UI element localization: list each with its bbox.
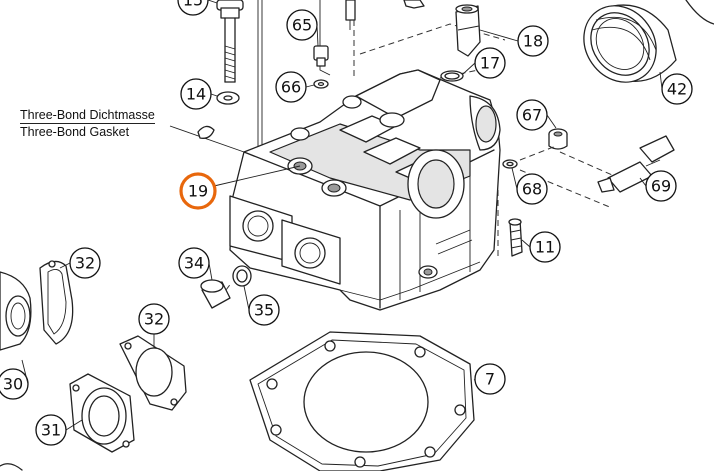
callout-42[interactable]: 42 <box>661 73 693 105</box>
screw-67-drawing <box>548 128 568 150</box>
svg-text:65: 65 <box>292 16 312 35</box>
sealant-blob-drawing <box>197 125 215 139</box>
callout-14[interactable]: 14 <box>180 78 212 110</box>
sealant-note-german: Three-Bond Dichtmasse <box>20 108 155 124</box>
callout-66[interactable]: 66 <box>275 71 307 103</box>
svg-text:68: 68 <box>522 180 542 199</box>
callout-19-highlighted[interactable]: 19 <box>179 172 217 210</box>
callout-30[interactable]: 30 <box>0 368 29 400</box>
svg-text:67: 67 <box>522 106 542 125</box>
gasket-32-middle-drawing <box>119 335 187 411</box>
callout-7[interactable]: 7 <box>474 363 506 395</box>
callout-31[interactable]: 31 <box>35 414 67 446</box>
screw-11-drawing <box>508 218 523 257</box>
clip-top-drawing <box>403 0 425 9</box>
callout-11[interactable]: 11 <box>529 231 561 263</box>
washer-68-drawing <box>502 159 518 169</box>
gasket-32-left-drawing <box>39 260 74 345</box>
svg-text:15: 15 <box>183 0 203 10</box>
plug-65-drawing <box>313 45 329 67</box>
svg-text:32: 32 <box>75 254 95 273</box>
svg-text:31: 31 <box>41 421 61 440</box>
o-ring-17-drawing <box>440 70 464 82</box>
svg-text:66: 66 <box>281 78 301 97</box>
callout-68[interactable]: 68 <box>516 173 548 205</box>
callout-35[interactable]: 35 <box>248 294 280 326</box>
sealant-note: Three-Bond Dichtmasse Three-Bond Gasket <box>20 108 155 139</box>
callout-32-middle[interactable]: 32 <box>138 303 170 335</box>
bolt-15-drawing <box>216 0 244 83</box>
exhaust-flange-30-drawing <box>0 271 32 351</box>
pin-top-drawing <box>345 0 356 30</box>
cylinder-head-drawing <box>229 69 501 311</box>
intake-boot-42-drawing <box>583 0 714 83</box>
o-ring-35-drawing <box>232 265 252 287</box>
temperature-sensor-69-drawing <box>597 135 675 193</box>
callout-32-left[interactable]: 32 <box>69 247 101 279</box>
svg-text:17: 17 <box>480 54 500 73</box>
sleeve-18-drawing <box>455 4 481 57</box>
callout-15[interactable]: 15 <box>177 0 209 16</box>
svg-text:32: 32 <box>144 310 164 329</box>
washer-14-drawing <box>216 91 240 105</box>
head-gasket-7-drawing <box>249 331 475 471</box>
svg-text:69: 69 <box>651 177 671 196</box>
callout-65[interactable]: 65 <box>286 9 318 41</box>
plug-34-drawing <box>200 279 231 309</box>
callout-67[interactable]: 67 <box>516 99 548 131</box>
callout-34[interactable]: 34 <box>178 247 210 279</box>
callout-69[interactable]: 69 <box>645 170 677 202</box>
svg-text:14: 14 <box>186 85 206 104</box>
flange-31-drawing <box>69 373 135 453</box>
svg-text:18: 18 <box>523 32 543 51</box>
svg-text:42: 42 <box>667 80 687 99</box>
callout-17[interactable]: 17 <box>474 47 506 79</box>
callout-18[interactable]: 18 <box>517 25 549 57</box>
svg-text:30: 30 <box>3 375 23 394</box>
svg-text:11: 11 <box>535 238 555 257</box>
sealant-note-english: Three-Bond Gasket <box>20 125 130 139</box>
svg-text:7: 7 <box>485 370 495 389</box>
svg-text:19: 19 <box>188 182 208 201</box>
washer-66-drawing <box>313 79 329 89</box>
svg-text:34: 34 <box>184 254 204 273</box>
svg-text:35: 35 <box>254 301 274 320</box>
